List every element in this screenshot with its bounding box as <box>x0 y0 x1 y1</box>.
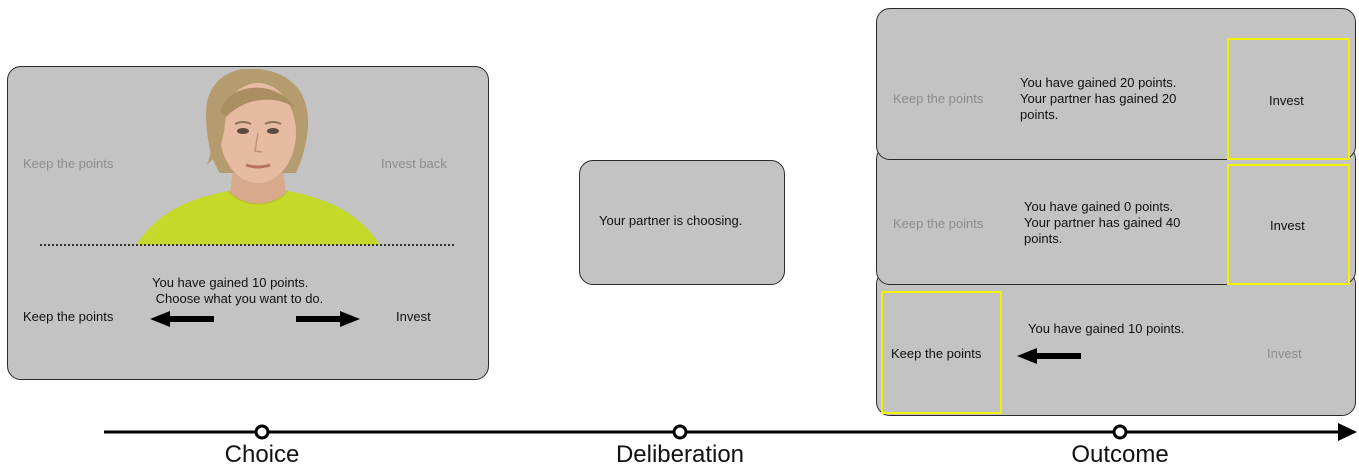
partner-portrait <box>136 69 380 245</box>
outcome-invest-label: Invest <box>1270 218 1305 233</box>
left-arrow-icon <box>1017 348 1081 364</box>
right-arrow-icon <box>296 311 360 327</box>
outcome-invest-faded-label: Invest <box>1267 346 1302 361</box>
keep-points-option[interactable]: Keep the points <box>23 309 114 324</box>
outcome-message: You have gained 0 points. Your partner h… <box>1024 199 1181 246</box>
dotted-divider <box>40 244 454 246</box>
left-arrow-icon <box>150 311 214 327</box>
invest-option[interactable]: Invest <box>396 309 431 324</box>
timeline-marker-outcome <box>1112 424 1128 440</box>
invest-back-faded-label: Invest back <box>381 156 447 171</box>
outcome-invest-label: Invest <box>1269 93 1304 108</box>
outcome-card-invest-1: Keep the points You have gained 20 point… <box>876 8 1356 160</box>
outcome-message: You have gained 20 points. Your partner … <box>1020 75 1177 122</box>
timeline-arrowhead-icon <box>1338 423 1357 441</box>
deliberation-message: Your partner is choosing. <box>599 213 743 228</box>
outcome-card-keep: Keep the points You have gained 10 point… <box>876 270 1356 416</box>
selected-highlight <box>881 291 1002 414</box>
selected-highlight <box>1227 38 1350 160</box>
selected-highlight <box>1227 164 1350 285</box>
timeline-marker-deliberation <box>672 424 688 440</box>
outcome-message: You have gained 10 points. <box>1028 321 1185 336</box>
choice-panel: Keep the points Invest back You have gai… <box>7 66 489 380</box>
outcome-keep-faded-label: Keep the points <box>893 91 984 106</box>
outcome-keep-faded-label: Keep the points <box>893 216 984 231</box>
outcome-card-invest-2: Keep the points You have gained 0 points… <box>876 145 1356 285</box>
timeline-label-outcome: Outcome <box>1071 441 1169 468</box>
timeline-label-choice: Choice <box>224 441 300 468</box>
choice-message: You have gained 10 points. Choose what y… <box>152 275 324 306</box>
keep-points-faded-label: Keep the points <box>23 156 114 171</box>
timeline-marker-choice <box>254 424 270 440</box>
deliberation-panel: Your partner is choosing. <box>579 160 785 285</box>
outcome-keep-label: Keep the points <box>891 346 982 361</box>
timeline <box>104 423 1357 441</box>
timeline-label-deliberation: Deliberation <box>615 441 745 468</box>
